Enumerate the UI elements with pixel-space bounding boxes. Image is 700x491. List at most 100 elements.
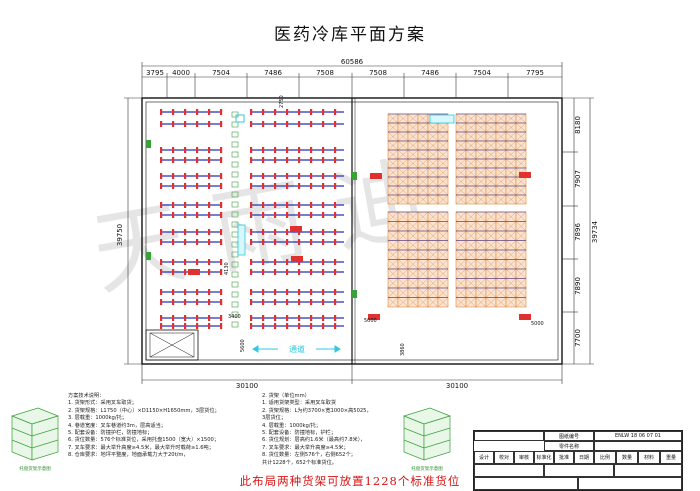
rack-cell-brace <box>397 211 409 222</box>
rack-upright <box>172 289 175 295</box>
rack-upright <box>196 315 199 321</box>
rack-cell-brace <box>417 230 429 241</box>
rack-upright <box>262 289 265 295</box>
rack-cell-brace <box>465 167 477 178</box>
rack-cell-brace <box>505 249 517 260</box>
rack-cell-brace <box>515 122 527 133</box>
rack-upright <box>310 299 313 305</box>
rack-upright <box>196 202 199 208</box>
rack-cell-brace <box>465 287 477 298</box>
rack-cell-brace <box>437 268 449 279</box>
rack-cell-brace <box>397 122 409 133</box>
rack-cell-brace <box>455 113 467 124</box>
drawing-no-label: 图纸编号 <box>544 431 594 441</box>
rack-upright <box>298 239 301 245</box>
rack-upright <box>250 147 253 153</box>
rack-upright <box>286 212 289 218</box>
rack-upright <box>220 157 223 163</box>
rack-cell-brace <box>437 297 449 308</box>
rack-upright <box>334 173 337 179</box>
rack-upright <box>262 299 265 305</box>
rack-upright <box>286 109 289 115</box>
left-dim-label: 39750 <box>116 224 124 246</box>
rack-upright <box>184 299 187 305</box>
rack-cell-brace <box>455 249 467 260</box>
rack-cell-brace <box>515 211 527 222</box>
rack-cell-brace <box>417 221 429 232</box>
rack-cell-brace <box>485 176 497 187</box>
rack-upright <box>184 323 187 329</box>
rack-cell-brace <box>387 185 399 196</box>
right-total-label: 39734 <box>591 220 599 243</box>
rack-upright <box>220 299 223 305</box>
rack-upright <box>286 289 289 295</box>
rack-cell-brace <box>495 140 507 151</box>
rack-cell-brace <box>455 211 467 222</box>
rack-upright <box>172 315 175 321</box>
rack-cell-brace <box>437 249 449 260</box>
rack-upright <box>286 173 289 179</box>
rack-upright <box>196 147 199 153</box>
rack-cell-brace <box>407 176 419 187</box>
rack-upright <box>196 121 199 127</box>
rack-upright <box>220 147 223 153</box>
rack-cell-brace <box>397 278 409 289</box>
rack-cell-brace <box>485 287 497 298</box>
rack-cell-brace <box>417 211 429 222</box>
rack-cell-brace <box>485 113 497 124</box>
rack-cell-brace <box>475 278 487 289</box>
rack-cell-brace <box>427 249 439 260</box>
rack-upright <box>286 147 289 153</box>
rack-cell-brace <box>485 221 497 232</box>
rack-cell-brace <box>387 167 399 178</box>
rack-cell-brace <box>485 167 497 178</box>
rack-upright <box>298 269 301 275</box>
rack-cell-brace <box>427 230 439 241</box>
rack-upright <box>322 147 325 153</box>
rack-cell-brace <box>397 176 409 187</box>
rack-cell-brace <box>455 287 467 298</box>
rack-upright <box>208 121 211 127</box>
rack-cell-brace <box>475 158 487 169</box>
rack-upright <box>196 212 199 218</box>
rack-upright <box>172 121 175 127</box>
rack-cell-brace <box>455 240 467 251</box>
rack-cell-brace <box>437 122 449 133</box>
rack-upright <box>160 315 163 321</box>
equipment-unit <box>290 226 302 232</box>
rack-cell-brace <box>407 249 419 260</box>
svg-text:3860: 3860 <box>400 343 406 356</box>
rack-cell-brace <box>407 122 419 133</box>
rack-cell-brace <box>387 249 399 260</box>
rack-upright <box>172 259 175 265</box>
rack-upright <box>334 121 337 127</box>
pallet-diagram-caption: 托盘货架示意图 <box>411 467 443 472</box>
rack-cell-brace <box>437 149 449 160</box>
rack-upright <box>274 299 277 305</box>
rack-upright <box>274 157 277 163</box>
rack-upright <box>172 183 175 189</box>
svg-text:30100: 30100 <box>446 382 468 390</box>
rack-cell-brace <box>407 240 419 251</box>
rack-cell-brace <box>427 167 439 178</box>
rack-upright <box>160 269 163 275</box>
rack-cell-brace <box>397 240 409 251</box>
door-marker <box>146 252 151 260</box>
rack-upright <box>322 299 325 305</box>
pallet-diagram-caption: 托盘货架示意图 <box>19 467 51 472</box>
rack-upright <box>250 121 253 127</box>
rack-bay <box>231 241 239 248</box>
rack-upright <box>172 323 175 329</box>
rack-upright <box>208 315 211 321</box>
rack-bay <box>231 291 239 298</box>
rack-cell-brace <box>495 185 507 196</box>
rack-cell-brace <box>407 185 419 196</box>
rack-upright <box>172 212 175 218</box>
rack-cell-brace <box>515 259 527 270</box>
rack-upright <box>160 212 163 218</box>
rack-cell-brace <box>407 297 419 308</box>
door-marker <box>352 290 357 298</box>
svg-text:5000: 5000 <box>531 321 544 327</box>
rack-cell-brace <box>515 194 527 205</box>
rack-upright <box>250 157 253 163</box>
